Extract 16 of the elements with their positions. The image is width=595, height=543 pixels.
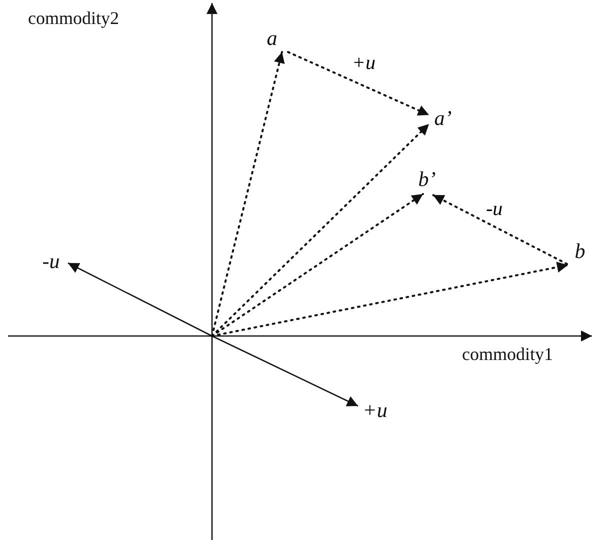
dotted-arrow: [287, 51, 430, 116]
arrow: [212, 335, 358, 407]
axis-label: commodity1: [462, 344, 553, 365]
dotted-arrow: [432, 194, 568, 265]
vector-label: -u: [34, 248, 68, 274]
dotted-arrow: [211, 51, 285, 337]
dotted-arrow: [211, 193, 424, 337]
vector-label: +u: [358, 396, 392, 424]
vector-label: a: [262, 24, 282, 52]
vector-label: b’: [412, 164, 442, 194]
arrow: [68, 262, 212, 337]
dotted-arrow: [211, 123, 430, 337]
vector-label: a’: [430, 104, 456, 132]
axis-label: commodity2: [28, 8, 119, 29]
vector-label: b: [568, 236, 592, 266]
dotted-arrow: [211, 262, 569, 337]
